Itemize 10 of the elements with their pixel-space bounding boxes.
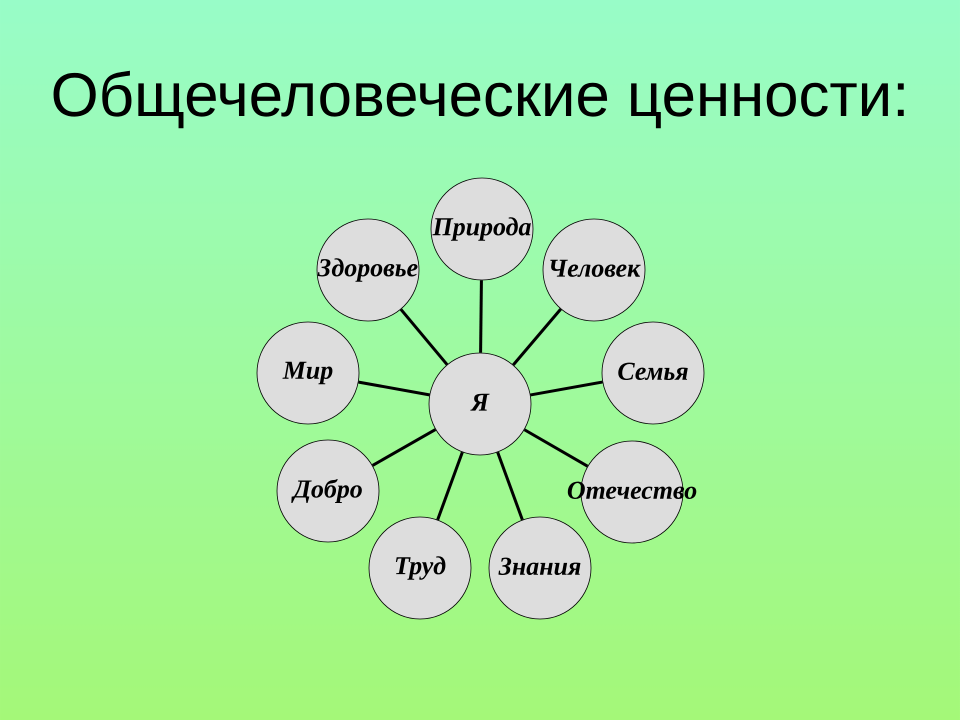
- connector-line: [530, 380, 603, 396]
- connector-line: [436, 452, 464, 520]
- connector-line: [372, 428, 436, 467]
- connector-line: [358, 380, 430, 396]
- connector-line: [400, 308, 448, 366]
- connector-line: [496, 452, 524, 520]
- connector-line: [524, 428, 588, 468]
- title: Общечеловеческие ценности:: [54, 70, 904, 128]
- connector-line: [512, 308, 562, 366]
- connector-line: [479, 280, 483, 353]
